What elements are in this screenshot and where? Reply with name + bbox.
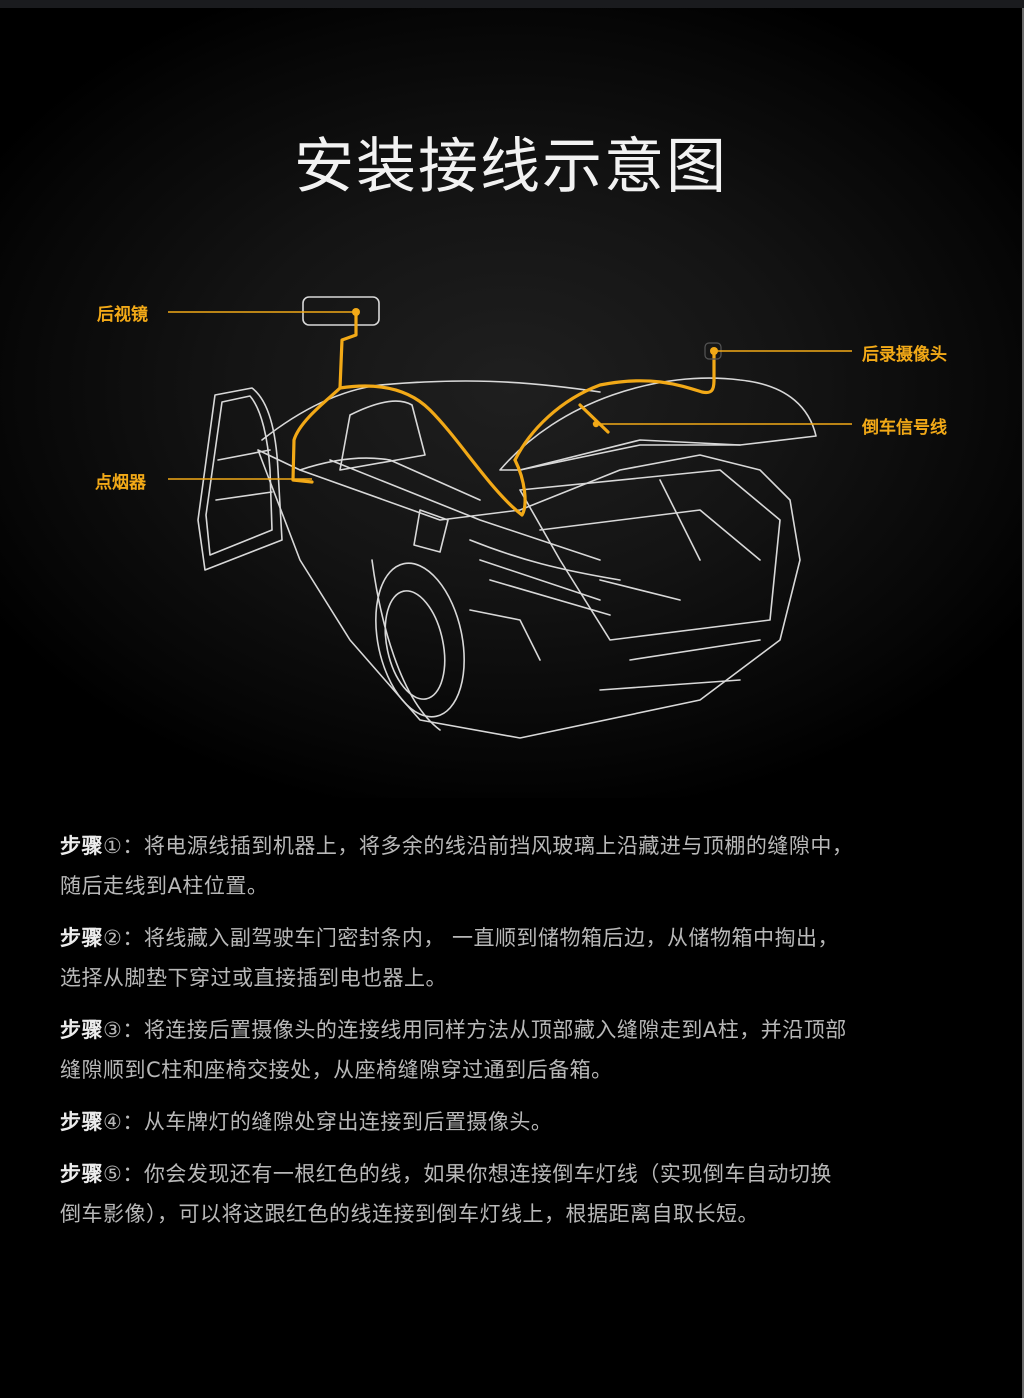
- install-steps: 步骤①：将电源线插到机器上，将多余的线沿前挡风玻璃上沿藏进与顶棚的缝隙中， 随后…: [60, 826, 980, 1246]
- reverse-signal-wire: [578, 403, 610, 434]
- step-text: 选择从脚垫下穿过或直接插到电也器上。: [60, 966, 447, 990]
- step-label: 步骤: [60, 1110, 103, 1134]
- label-reverse-signal: 倒车信号线: [862, 418, 947, 438]
- step-5: 步骤⑤：你会发现还有一根红色的线，如果你想连接倒车灯线（实现倒车自动切换 倒车影…: [60, 1154, 980, 1234]
- step-number: ④: [103, 1110, 123, 1134]
- page-title: 安装接线示意图: [294, 132, 728, 202]
- mirror-dot-icon: [352, 308, 360, 316]
- step-text: 倒车影像），可以将这跟红色的线连接到倒车灯线上，根据距离自取长短。: [60, 1202, 759, 1226]
- label-cigarette-lighter: 点烟器: [95, 473, 146, 493]
- step-text: ：将连接后置摄像头的连接线用同样方法从顶部藏入缝隙走到A柱，并沿顶部: [122, 1018, 847, 1042]
- step-text: 随后走线到A柱位置。: [60, 874, 269, 898]
- step-text: 缝隙顺到C柱和座椅交接处，从座椅缝隙穿过通到后备箱。: [60, 1058, 613, 1082]
- label-rearview-mirror: 后视镜: [97, 305, 148, 325]
- wiring-paths: [291, 310, 716, 517]
- step-2: 步骤②：将线藏入副驾驶车门密封条内， 一直顺到储物箱后边，从储物箱中掏出， 选择…: [60, 918, 980, 998]
- step-4: 步骤④：从车牌灯的缝隙处穿出连接到后置摄像头。: [60, 1102, 980, 1142]
- step-number: ⑤: [103, 1162, 123, 1186]
- step-number: ①: [103, 834, 123, 858]
- step-number: ③: [103, 1018, 123, 1042]
- step-3: 步骤③：将连接后置摄像头的连接线用同样方法从顶部藏入缝隙走到A柱，并沿顶部 缝隙…: [60, 1010, 980, 1090]
- step-number: ②: [103, 926, 123, 950]
- rearview-mirror-shape: [302, 296, 380, 326]
- car-outline: [197, 296, 817, 739]
- car-wiring-diagram: [168, 296, 852, 739]
- step-label: 步骤: [60, 1162, 103, 1186]
- camera-dot-icon: [710, 347, 718, 355]
- step-label: 步骤: [60, 1018, 103, 1042]
- step-label: 步骤: [60, 834, 103, 858]
- step-text: ：将电源线插到机器上，将多余的线沿前挡风玻璃上沿藏进与顶棚的缝隙中，: [122, 834, 854, 858]
- signal-dot-icon: [592, 420, 600, 428]
- rear-camera-wire: [513, 350, 716, 462]
- callout-lines: [168, 311, 852, 480]
- top-bar: [0, 0, 1024, 8]
- callout-dots: [352, 308, 718, 428]
- step-text: ：你会发现还有一根红色的线，如果你想连接倒车灯线（实现倒车自动切换: [122, 1162, 832, 1186]
- front-wire: [291, 310, 358, 484]
- step-1: 步骤①：将电源线插到机器上，将多余的线沿前挡风玻璃上沿藏进与顶棚的缝隙中， 随后…: [60, 826, 980, 906]
- a-pillar-wire: [338, 384, 527, 517]
- right-edge: [1022, 8, 1024, 1398]
- diagram-background: [0, 8, 1022, 798]
- step-text: ：将线藏入副驾驶车门密封条内， 一直顺到储物箱后边，从储物箱中掏出，: [122, 926, 840, 950]
- step-text: ：从车牌灯的缝隙处穿出连接到后置摄像头。: [122, 1110, 553, 1134]
- label-rear-camera: 后录摄像头: [862, 345, 947, 365]
- step-label: 步骤: [60, 926, 103, 950]
